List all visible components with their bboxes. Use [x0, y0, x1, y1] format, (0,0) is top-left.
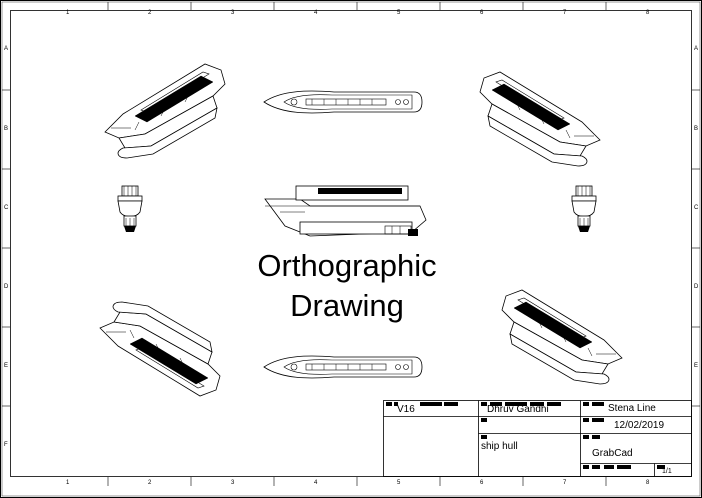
title-block-field-markers — [386, 402, 665, 469]
column-label-bottom: 1 — [66, 480, 70, 486]
column-label-top: 8 — [646, 10, 650, 16]
row-label-right: A — [694, 46, 699, 52]
side-view — [264, 185, 427, 237]
row-label-left: E — [4, 363, 9, 369]
top-view — [263, 90, 423, 114]
row-label-right: E — [694, 363, 699, 369]
column-label-bottom: 8 — [646, 480, 650, 486]
row-label-right: D — [694, 284, 699, 290]
row-label-left: A — [4, 46, 9, 52]
bottom-view — [263, 355, 423, 379]
column-label-bottom: 5 — [397, 480, 401, 486]
sheet-number: 1/1 — [662, 468, 672, 475]
row-label-right: C — [694, 205, 699, 211]
column-label-top: 3 — [231, 10, 235, 16]
column-label-bottom: 4 — [314, 480, 318, 486]
column-label-bottom: 2 — [148, 480, 152, 486]
column-label-top: 5 — [397, 10, 401, 16]
row-label-left: D — [4, 284, 9, 290]
drawing-title-line-1: Orthographic — [257, 248, 437, 283]
date-value: 12/02/2019 — [614, 420, 665, 431]
author-value: Dhruv Gandhi — [487, 404, 549, 415]
source-value: GrabCad — [592, 448, 633, 459]
column-label-top: 2 — [148, 10, 152, 16]
column-label-top: 6 — [480, 10, 484, 16]
column-label-bottom: 7 — [563, 480, 567, 486]
row-label-right: B — [694, 126, 699, 132]
part-name-value: ship hull — [481, 441, 518, 452]
revision-value: V16 — [397, 404, 415, 415]
column-label-top: 1 — [66, 10, 70, 16]
column-label-bottom: 6 — [480, 480, 484, 486]
column-label-top: 7 — [563, 10, 567, 16]
title-block-frame — [383, 400, 692, 477]
column-label-bottom: 3 — [231, 480, 235, 486]
row-label-left: B — [4, 126, 9, 132]
company-value: Stena Line — [608, 403, 656, 414]
column-label-top: 4 — [314, 10, 318, 16]
row-label-left: C — [4, 205, 9, 211]
drawing-title-line-2: Drawing — [290, 288, 404, 323]
row-label-left: F — [4, 442, 8, 448]
ruler-ticks — [2, 2, 700, 486]
